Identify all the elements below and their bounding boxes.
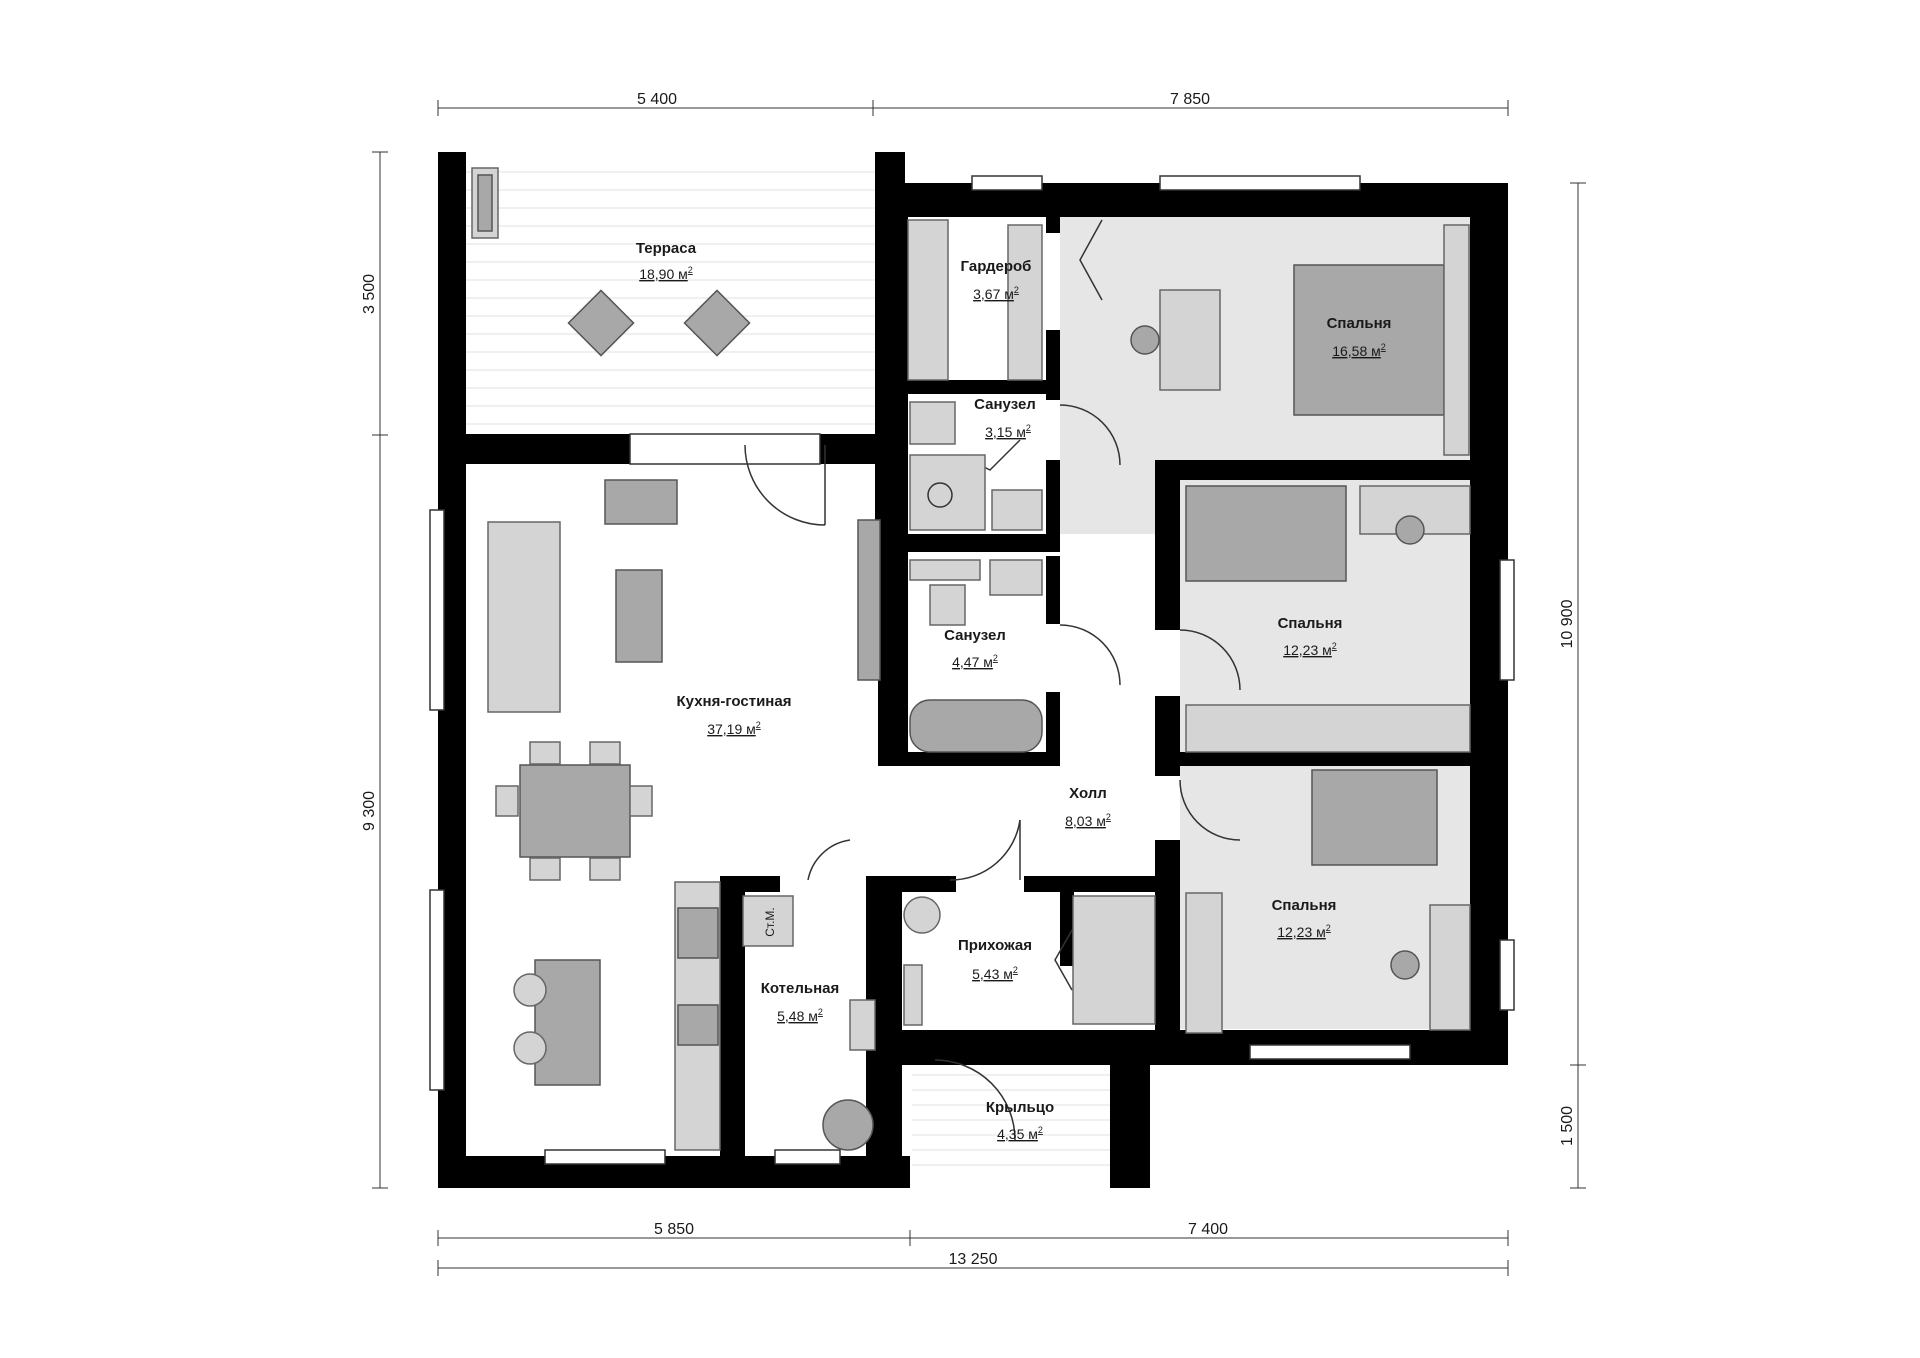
svg-text:3,15 м2: 3,15 м2 <box>985 423 1031 440</box>
dim-bottom-total: 13 250 <box>949 1251 998 1268</box>
dimension-lines <box>372 100 1586 1276</box>
room-bedroom3-sup: 2 <box>1326 923 1331 933</box>
room-bedroom3-name: Спальня <box>1272 897 1337 914</box>
room-kitchen-area: 37,19 м <box>707 721 756 737</box>
room-hall-area: 8,03 м <box>1065 813 1106 829</box>
room-wardrobe: Гардероб 3,67 м2 <box>961 258 1032 302</box>
dim-top-right: 7 850 <box>1170 91 1210 108</box>
svg-text:37,19 м2: 37,19 м2 <box>707 720 761 737</box>
room-bath1: Санузел 3,15 м2 <box>974 396 1036 440</box>
room-boiler-name: Котельная <box>761 980 840 997</box>
room-terrace-area: 18,90 м <box>639 266 688 282</box>
dim-top-left: 5 400 <box>637 91 677 108</box>
dim-right-top: 10 900 <box>1559 599 1576 648</box>
room-bedroom1-area: 16,58 м <box>1332 343 1381 359</box>
room-kitchen-sup: 2 <box>756 720 761 730</box>
svg-text:4,47 м2: 4,47 м2 <box>952 653 998 670</box>
room-entry-sup: 2 <box>1013 965 1018 975</box>
room-kitchen-name: Кухня-гостиная <box>677 693 792 710</box>
svg-text:5,43 м2: 5,43 м2 <box>972 965 1018 982</box>
room-bedroom3-area: 12,23 м <box>1277 924 1326 940</box>
room-porch-area: 4,35 м <box>997 1126 1038 1142</box>
room-terrace-name: Терраса <box>636 240 697 257</box>
room-bedroom2-name: Спальня <box>1278 615 1343 632</box>
dim-left-top: 3 500 <box>361 274 378 314</box>
svg-text:12,23 м2: 12,23 м2 <box>1283 641 1337 658</box>
porch-deck <box>912 1074 1110 1166</box>
room-terrace-sup: 2 <box>688 265 693 275</box>
room-bath2-area: 4,47 м <box>952 654 993 670</box>
furniture <box>471 167 1471 1151</box>
room-bath1-sup: 2 <box>1026 423 1031 433</box>
room-bedroom2-area: 12,23 м <box>1283 642 1332 658</box>
windows <box>429 175 1515 1165</box>
dim-right-bottom: 1 500 <box>1559 1106 1576 1146</box>
room-kitchen: Кухня-гостиная 37,19 м2 <box>677 693 792 737</box>
room-bedroom1-name: Спальня <box>1327 315 1392 332</box>
room-wardrobe-area: 3,67 м <box>973 286 1014 302</box>
room-bedroom1-sup: 2 <box>1381 342 1386 352</box>
svg-text:12,23 м2: 12,23 м2 <box>1277 923 1331 940</box>
room-porch-sup: 2 <box>1038 1125 1043 1135</box>
room-boiler: Котельная 5,48 м2 <box>761 980 840 1024</box>
room-porch: Крыльцо 4,35 м2 <box>986 1099 1054 1142</box>
room-terrace: Терраса 18,90 м2 <box>636 240 697 282</box>
room-bath1-name: Санузел <box>974 396 1036 413</box>
room-bath1-area: 3,15 м <box>985 424 1026 440</box>
svg-text:5,48 м2: 5,48 м2 <box>777 1007 823 1024</box>
svg-text:18,90 м2: 18,90 м2 <box>639 265 693 282</box>
room-entry-area: 5,43 м <box>972 966 1013 982</box>
svg-text:4,35 м2: 4,35 м2 <box>997 1125 1043 1142</box>
room-boiler-area: 5,48 м <box>777 1008 818 1024</box>
dim-bottom-right: 7 400 <box>1188 1221 1228 1238</box>
room-bedroom3: Спальня 12,23 м2 <box>1272 897 1337 940</box>
room-boiler-sup: 2 <box>818 1007 823 1017</box>
room-hall-name: Холл <box>1069 785 1107 802</box>
room-bath2-name: Санузел <box>944 627 1006 644</box>
room-bedroom1: Спальня 16,58 м2 <box>1327 315 1392 359</box>
room-wardrobe-sup: 2 <box>1014 285 1019 295</box>
dim-left-bottom: 9 300 <box>361 791 378 831</box>
room-hall-sup: 2 <box>1106 812 1111 822</box>
room-entry: Прихожая 5,43 м2 <box>958 937 1032 982</box>
room-wardrobe-name: Гардероб <box>961 258 1032 275</box>
room-hall: Холл 8,03 м2 <box>1065 785 1111 829</box>
terrace-deck <box>465 171 875 425</box>
room-bedroom2-sup: 2 <box>1332 641 1337 651</box>
svg-text:16,58 м2: 16,58 м2 <box>1332 342 1386 359</box>
svg-text:3,67 м2: 3,67 м2 <box>973 285 1019 302</box>
room-bath2: Санузел 4,47 м2 <box>944 627 1006 670</box>
room-bath2-sup: 2 <box>993 653 998 663</box>
washer-label: Ст.М. <box>763 907 777 937</box>
dim-bottom-left: 5 850 <box>654 1221 694 1238</box>
room-porch-name: Крыльцо <box>986 1099 1054 1116</box>
svg-text:8,03 м2: 8,03 м2 <box>1065 812 1111 829</box>
room-bedroom2: Спальня 12,23 м2 <box>1278 615 1343 658</box>
room-entry-name: Прихожая <box>958 937 1032 954</box>
